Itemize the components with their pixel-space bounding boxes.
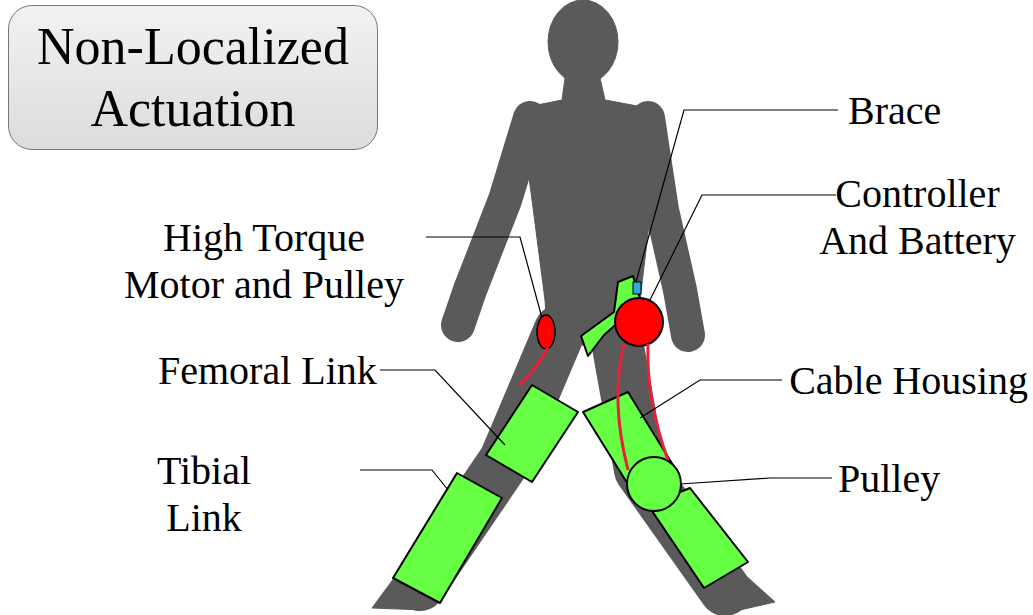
knee-pulley (627, 457, 681, 511)
part-label: High Torque Motor and Pulley (118, 214, 410, 308)
part-label: Femoral Link (158, 347, 377, 394)
controller-battery (615, 298, 663, 346)
part-label: Cable Housing (789, 357, 1028, 404)
leader-line (640, 380, 782, 418)
tibial-link (393, 473, 502, 603)
person-silhouette (372, 0, 775, 610)
leader-line (426, 237, 542, 318)
leader-line (680, 478, 832, 484)
head (548, 0, 618, 84)
part-label: Tibial Link (150, 447, 258, 541)
part-label: Brace (848, 87, 941, 134)
leader-line (360, 470, 448, 490)
title-text: Non-Localized Actuation (18, 16, 368, 140)
brace-clip (633, 282, 641, 294)
leader-line (650, 195, 836, 300)
leader-line (380, 370, 505, 445)
hip-motor (537, 315, 555, 349)
cable (520, 348, 548, 385)
title-box: Non-Localized Actuation (8, 5, 378, 150)
back-arm (458, 118, 530, 325)
part-label: Controller And Battery (815, 170, 1020, 264)
cable-housing (618, 344, 628, 470)
leader-line (636, 110, 838, 282)
part-label: Pulley (838, 455, 940, 502)
femoral-link (486, 385, 578, 482)
